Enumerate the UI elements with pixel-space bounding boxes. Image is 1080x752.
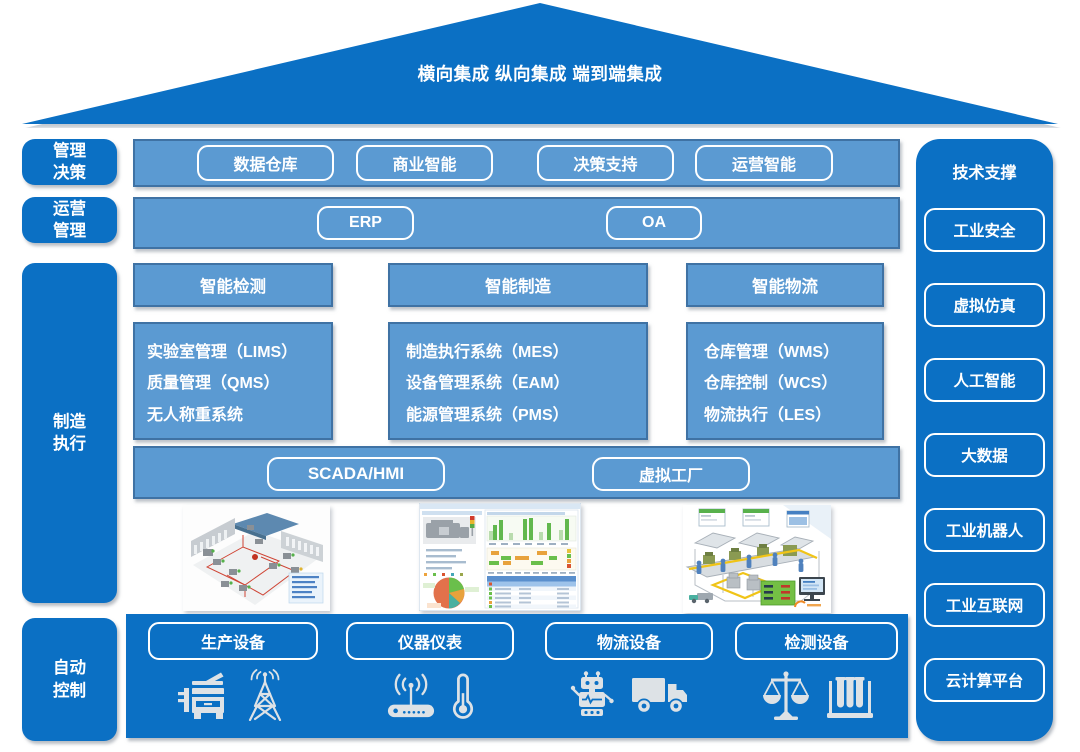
copier-icon [178, 669, 226, 726]
item-wms: 仓库管理（WMS） [704, 343, 840, 361]
rail-manufacturing-execution: 制造 执行 [22, 263, 117, 603]
item-lims: 实验室管理（LIMS） [147, 343, 298, 361]
box-virtual-factory: 虚拟工厂 [592, 457, 750, 491]
rail-automatic-control: 自动 控制 [22, 618, 117, 741]
truck-icon [631, 672, 689, 723]
content-smart-manufacturing: 制造执行系统（MES） 设备管理系统（EAM） 能源管理系统（PMS） [388, 322, 648, 440]
item-les: 物流执行（LES） [704, 406, 832, 424]
box-decision-support: 决策支持 [537, 145, 674, 181]
inspection-equipment-icons [735, 666, 898, 728]
roof-title: 横向集成 纵向集成 端到端集成 [417, 64, 663, 84]
factory-3d-layout-image [183, 505, 330, 611]
tech-support-panel: 技术支撑 工业安全 虚拟仿真 人工智能 大数据 工业机器人 工业互联网 云计算平… [916, 139, 1053, 741]
box-inspection-equipment: 检测设备 [735, 622, 898, 660]
box-instruments: 仪器仪表 [346, 622, 514, 660]
logistics-equipment-icons [545, 666, 713, 728]
item-wcs: 仓库控制（WCS） [704, 375, 838, 392]
operations-row-bar: ERP OA [133, 197, 900, 249]
item-mes: 制造执行系统（MES） [406, 343, 569, 361]
decision-row-bar: 数据仓库 商业智能 决策支持 运营智能 [133, 139, 900, 187]
radio-tower-icon [242, 668, 288, 726]
test-tubes-icon [826, 669, 873, 726]
item-qms: 质量管理（QMS） [147, 375, 280, 392]
box-big-data: 大数据 [924, 433, 1045, 477]
header-smart-logistics: 智能物流 [686, 263, 884, 307]
box-operational-intelligence: 运营智能 [695, 145, 833, 181]
box-oa: OA [606, 206, 702, 240]
box-virtual-simulation: 虚拟仿真 [924, 283, 1045, 327]
item-unmanned-weighing: 无人称重系统 [147, 406, 244, 424]
rail-operations-management: 运营 管理 [22, 197, 117, 243]
item-pms: 能源管理系统（PMS） [406, 406, 569, 424]
box-erp: ERP [317, 206, 414, 240]
instruments-icons [346, 666, 514, 728]
box-industrial-safety: 工业安全 [924, 208, 1045, 252]
box-business-intelligence: 商业智能 [356, 145, 493, 181]
box-data-warehouse: 数据仓库 [197, 145, 334, 181]
box-logistics-equipment: 物流设备 [545, 622, 713, 660]
box-scada-hmi: SCADA/HMI [267, 457, 445, 491]
mes-dashboard-image [419, 503, 581, 611]
box-industrial-internet: 工业互联网 [924, 583, 1045, 627]
item-eam: 设备管理系统（EAM） [406, 375, 570, 392]
production-equipment-icons [148, 666, 318, 728]
box-industrial-robot: 工业机器人 [924, 508, 1045, 552]
tech-panel-title: 技术支撑 [952, 165, 1017, 182]
thermometer-icon [452, 670, 474, 725]
robot-icon [569, 669, 615, 726]
box-cloud-computing: 云计算平台 [924, 658, 1045, 702]
rail-management-decision: 管理 决策 [22, 139, 117, 185]
header-smart-inspection: 智能检测 [133, 263, 333, 307]
content-smart-inspection: 实验室管理（LIMS） 质量管理（QMS） 无人称重系统 [133, 322, 333, 440]
production-line-image [683, 505, 831, 613]
box-production-equipment: 生产设备 [148, 622, 318, 660]
scada-row-bar: SCADA/HMI 虚拟工厂 [133, 446, 900, 499]
devices-panel: 生产设备 仪器仪表 物流设备 检测设备 [126, 614, 908, 738]
scale-icon [761, 669, 811, 726]
content-smart-logistics: 仓库管理（WMS） 仓库控制（WCS） 物流执行（LES） [686, 322, 884, 440]
wireless-router-icon [386, 670, 436, 725]
box-artificial-intelligence: 人工智能 [924, 358, 1045, 402]
header-smart-manufacturing: 智能制造 [388, 263, 648, 307]
